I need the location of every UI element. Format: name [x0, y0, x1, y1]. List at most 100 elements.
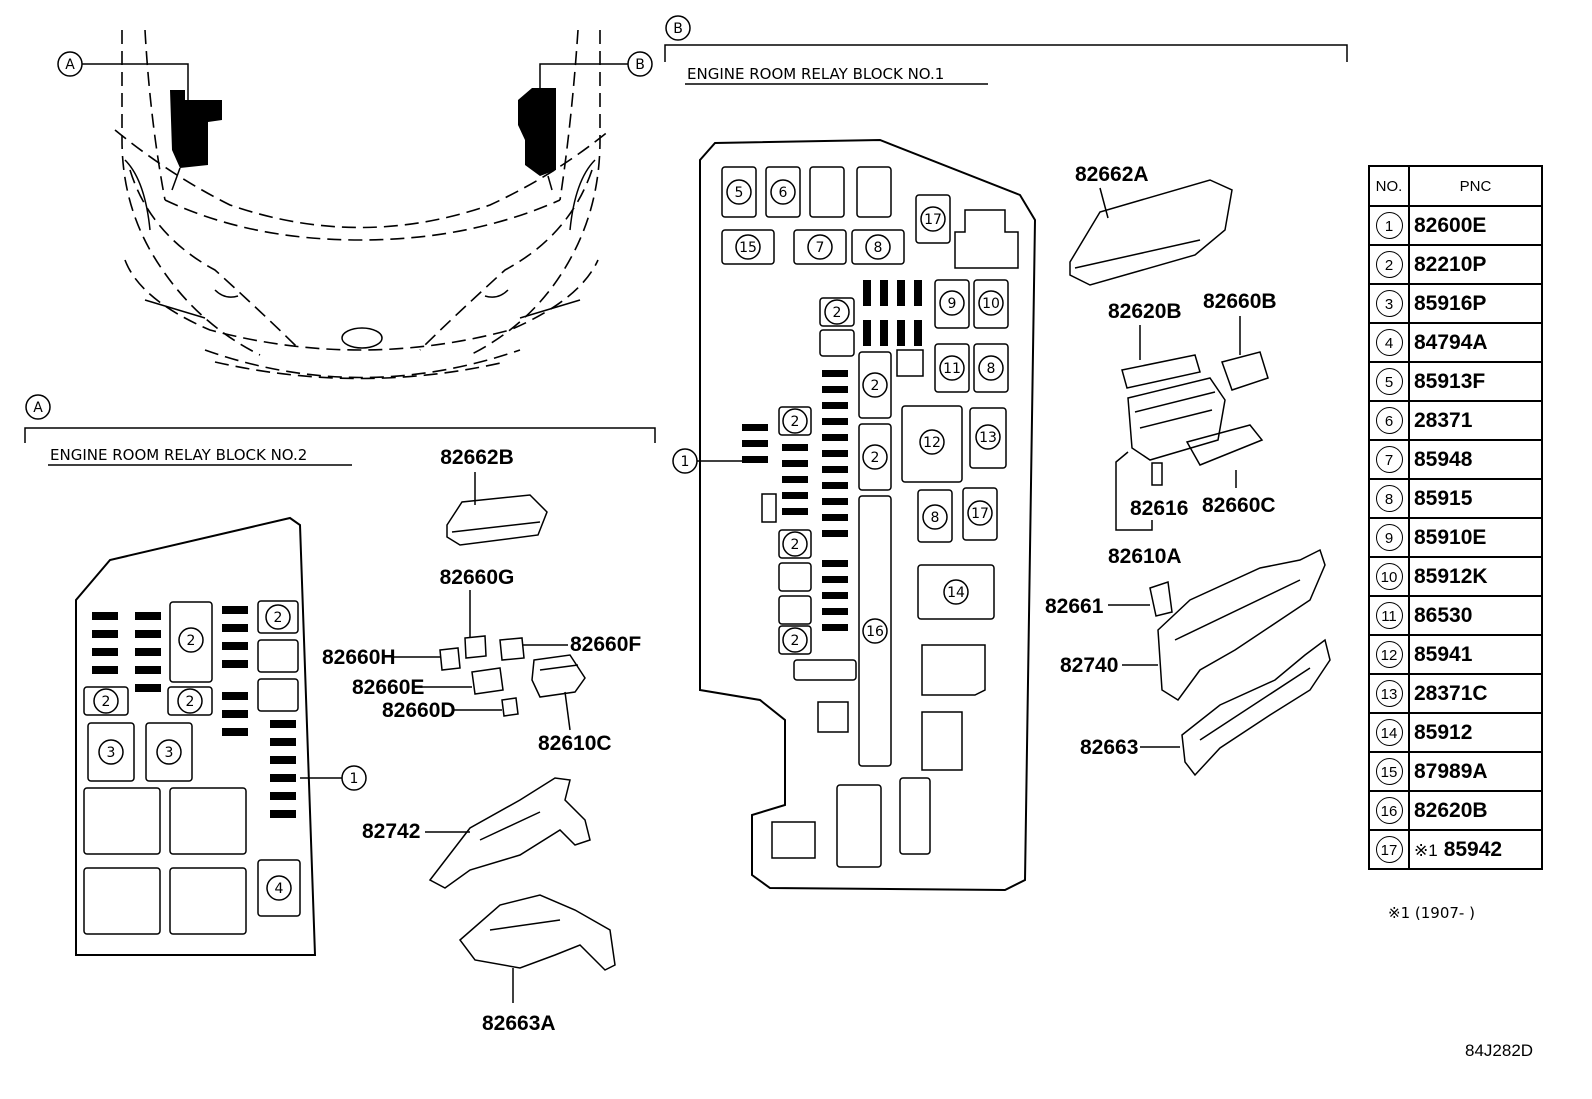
- diagram-code: 84J282D: [1465, 1041, 1534, 1060]
- pnc-value: 86530: [1414, 603, 1473, 627]
- row-number: 3: [1375, 290, 1403, 317]
- pnc-value: 85948: [1414, 447, 1473, 471]
- cell-no2-relay: 2: [186, 694, 195, 710]
- cell-no2-relay: 2: [187, 633, 196, 649]
- cell-no1-8c: 8: [931, 510, 940, 526]
- cell-no1-8: 8: [874, 240, 883, 256]
- row-number-cell: 10: [1368, 556, 1410, 597]
- pnc-cell: 85910E: [1408, 517, 1543, 558]
- pnc-cell: 85913F: [1408, 361, 1543, 402]
- cell-no2-callout-1: 1: [350, 771, 359, 787]
- part-label-82660F: 82660F: [570, 633, 641, 656]
- pnc-value: 85915: [1414, 486, 1473, 510]
- table-row: 15 87989A: [1368, 751, 1543, 792]
- row-number: 14: [1375, 719, 1403, 746]
- table-row: 14 85912: [1368, 712, 1543, 753]
- table-row: 12 85941: [1368, 634, 1543, 675]
- pnc-value: 85941: [1414, 642, 1473, 666]
- row-number-cell: 5: [1368, 361, 1410, 402]
- section-a-callout: A: [33, 400, 43, 416]
- part-label-82660D: 82660D: [382, 699, 456, 722]
- part-label-82610A: 82610A: [1108, 545, 1182, 568]
- cell-no1-7: 7: [816, 240, 825, 256]
- table-row: 2 82210P: [1368, 244, 1543, 285]
- pnc-cell: 85948: [1408, 439, 1543, 480]
- row-number: 4: [1375, 329, 1403, 356]
- table-row: 8 85915: [1368, 478, 1543, 519]
- row-number-cell: 8: [1368, 478, 1410, 519]
- row-number: 16: [1375, 797, 1403, 824]
- cell-no1-2: 2: [791, 537, 800, 553]
- row-number-cell: 6: [1368, 400, 1410, 441]
- cell-no1-11: 11: [943, 361, 961, 377]
- pnc-cell: 28371: [1408, 400, 1543, 441]
- row-number: 17: [1375, 836, 1403, 863]
- cell-no1-2: 2: [791, 414, 800, 430]
- cell-no1-2: 2: [871, 450, 880, 466]
- pnc-value: 28371: [1414, 408, 1473, 432]
- table-row: 11 86530: [1368, 595, 1543, 636]
- cell-no1-callout-1: 1: [681, 454, 690, 470]
- pnc-value: 87989A: [1414, 759, 1488, 783]
- row-number: 12: [1375, 641, 1403, 668]
- part-label-82662B: 82662B: [440, 446, 514, 469]
- row-number: 10: [1375, 563, 1403, 590]
- pnc-cell: 28371C: [1408, 673, 1543, 714]
- cell-no1-2: 2: [791, 633, 800, 649]
- row-number-cell: 15: [1368, 751, 1410, 792]
- pnc-value: 82210P: [1414, 252, 1487, 276]
- pnc-cell: 85916P: [1408, 283, 1543, 324]
- footnote: ※1 (1907- ): [1388, 904, 1475, 922]
- part-label-82616: 82616: [1130, 497, 1188, 520]
- cell-no1-2: 2: [871, 378, 880, 394]
- row-number-cell: 1: [1368, 205, 1410, 246]
- pnc-value: 28371C: [1414, 681, 1488, 705]
- cell-no2-relay: 2: [274, 610, 283, 626]
- part-label-82660B: 82660B: [1203, 290, 1277, 313]
- row-number: 2: [1375, 251, 1403, 278]
- pnc-cell: 86530: [1408, 595, 1543, 636]
- row-number-cell: 9: [1368, 517, 1410, 558]
- fuse-column: [92, 606, 296, 818]
- pnc-cell: 82210P: [1408, 244, 1543, 285]
- header-pnc: PNC: [1408, 165, 1543, 207]
- pnc-value: 84794A: [1414, 330, 1488, 354]
- callout-a-car: A: [57, 51, 189, 100]
- pnc-value: 85912: [1414, 720, 1473, 744]
- row-number-cell: 7: [1368, 439, 1410, 480]
- section-a-header: A ENGINE ROOM RELAY BLOCK NO.2: [24, 394, 656, 466]
- row-number: 11: [1375, 602, 1403, 629]
- relay-block-no1-location: [518, 88, 556, 191]
- callout-b-label: B: [635, 57, 645, 73]
- pnc-value: 85942: [1443, 837, 1503, 861]
- row-number-cell: 3: [1368, 283, 1410, 324]
- row-number: 8: [1375, 485, 1403, 512]
- callout-a-label: A: [65, 57, 75, 73]
- cell-no1-8b: 8: [987, 361, 996, 377]
- cell-no2-fusible-link: 4: [275, 881, 284, 897]
- row-number: 15: [1375, 758, 1403, 785]
- pnc-cell: 82620B: [1408, 790, 1543, 831]
- row-number-cell: 4: [1368, 322, 1410, 363]
- cell-no1-15: 15: [739, 240, 757, 256]
- part-label-82663: 82663: [1080, 736, 1138, 759]
- cell-no1-14: 14: [947, 585, 965, 601]
- table-row: 4 84794A: [1368, 322, 1543, 363]
- cell-no1-12: 12: [923, 435, 941, 451]
- row-number: 5: [1375, 368, 1403, 395]
- part-label-82663A: 82663A: [482, 1012, 556, 1035]
- cell-no1-10: 10: [982, 296, 1000, 312]
- cell-no1-16: 16: [866, 624, 884, 640]
- part-label-82610C: 82610C: [538, 732, 612, 755]
- pnc-cell: 84794A: [1408, 322, 1543, 363]
- pnc-value: 85910E: [1414, 525, 1487, 549]
- cell-no1-9: 9: [948, 296, 957, 312]
